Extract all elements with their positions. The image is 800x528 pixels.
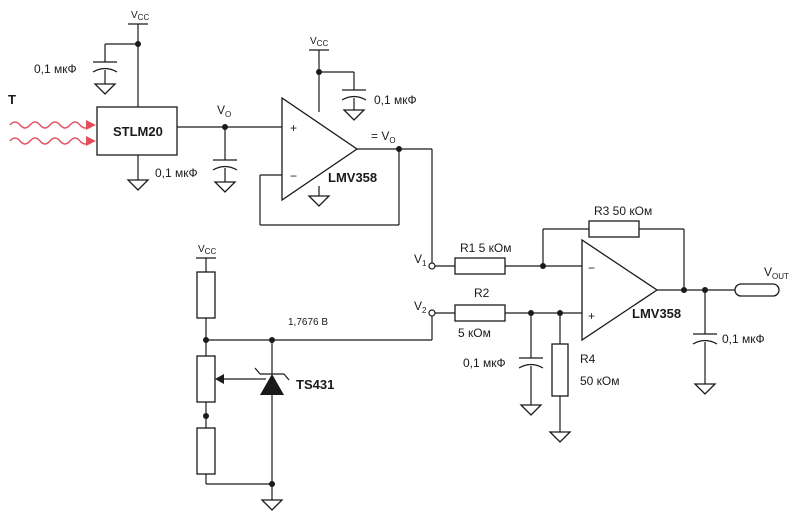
svg-text:−: − (588, 261, 595, 275)
vref-label: 1,7676 В (288, 317, 328, 328)
opamp-differential: R1 5 кОм R3 50 кОм R2 5 кОм 0,1 мкФ R4 5… (435, 204, 789, 443)
ground-symbol (693, 383, 717, 395)
ground-symbol (307, 195, 331, 207)
vout-label: VOUT (764, 265, 789, 281)
r2-value: 5 кОм (458, 326, 491, 340)
vo-out-label: = VO (371, 129, 396, 145)
cap-vo-label: 0,1 мкФ (155, 166, 198, 180)
ground-symbol (342, 109, 366, 121)
reference-network: VCC 1,7676 В TS431 (196, 244, 432, 511)
vcc-sensor: VCC 0,1 мкФ (34, 10, 149, 107)
svg-text:VCC: VCC (310, 36, 328, 48)
r1-label: R1 5 кОм (460, 241, 512, 255)
svg-text:+: + (588, 309, 595, 323)
r2-label: R2 (474, 286, 490, 300)
ground-symbol (213, 181, 237, 193)
ground-symbol (260, 499, 284, 511)
junction-dot (135, 41, 141, 47)
ground-symbol (126, 179, 150, 191)
temperature-label: T (8, 92, 16, 107)
opamp-buffer: VCC 0,1 мкФ + − LMV358 = VO (259, 36, 432, 226)
svg-text:STLM20: STLM20 (113, 124, 163, 139)
ground-symbol (519, 404, 543, 416)
v1-label: V1 (414, 252, 427, 268)
vout-terminal (734, 283, 780, 297)
r3-label: R3 50 кОм (594, 204, 652, 218)
r4-value: 50 кОм (580, 374, 620, 388)
svg-text:VCC: VCC (131, 10, 149, 22)
cap-vcc-label: 0,1 мкФ (34, 62, 77, 76)
cap-v2-label: 0,1 мкФ (463, 356, 506, 370)
temperature-input: T (8, 92, 96, 146)
stlm20-sensor: STLM20 (96, 106, 178, 191)
ground-symbol (548, 431, 572, 443)
svg-text:LMV358: LMV358 (632, 306, 681, 321)
v2-label: V2 (414, 299, 427, 315)
cap-out-label: 0,1 мкФ (722, 332, 765, 346)
svg-text:VCC: VCC (198, 244, 216, 256)
ground-symbol (93, 83, 117, 95)
r4-label: R4 (580, 352, 596, 366)
svg-text:LMV358: LMV358 (328, 170, 377, 185)
cap-amp1-label: 0,1 мкФ (374, 93, 417, 107)
ts431-label: TS431 (296, 377, 334, 392)
svg-text:−: − (290, 169, 297, 183)
svg-text:+: + (290, 121, 297, 135)
vo-node-label: VO (217, 103, 231, 119)
